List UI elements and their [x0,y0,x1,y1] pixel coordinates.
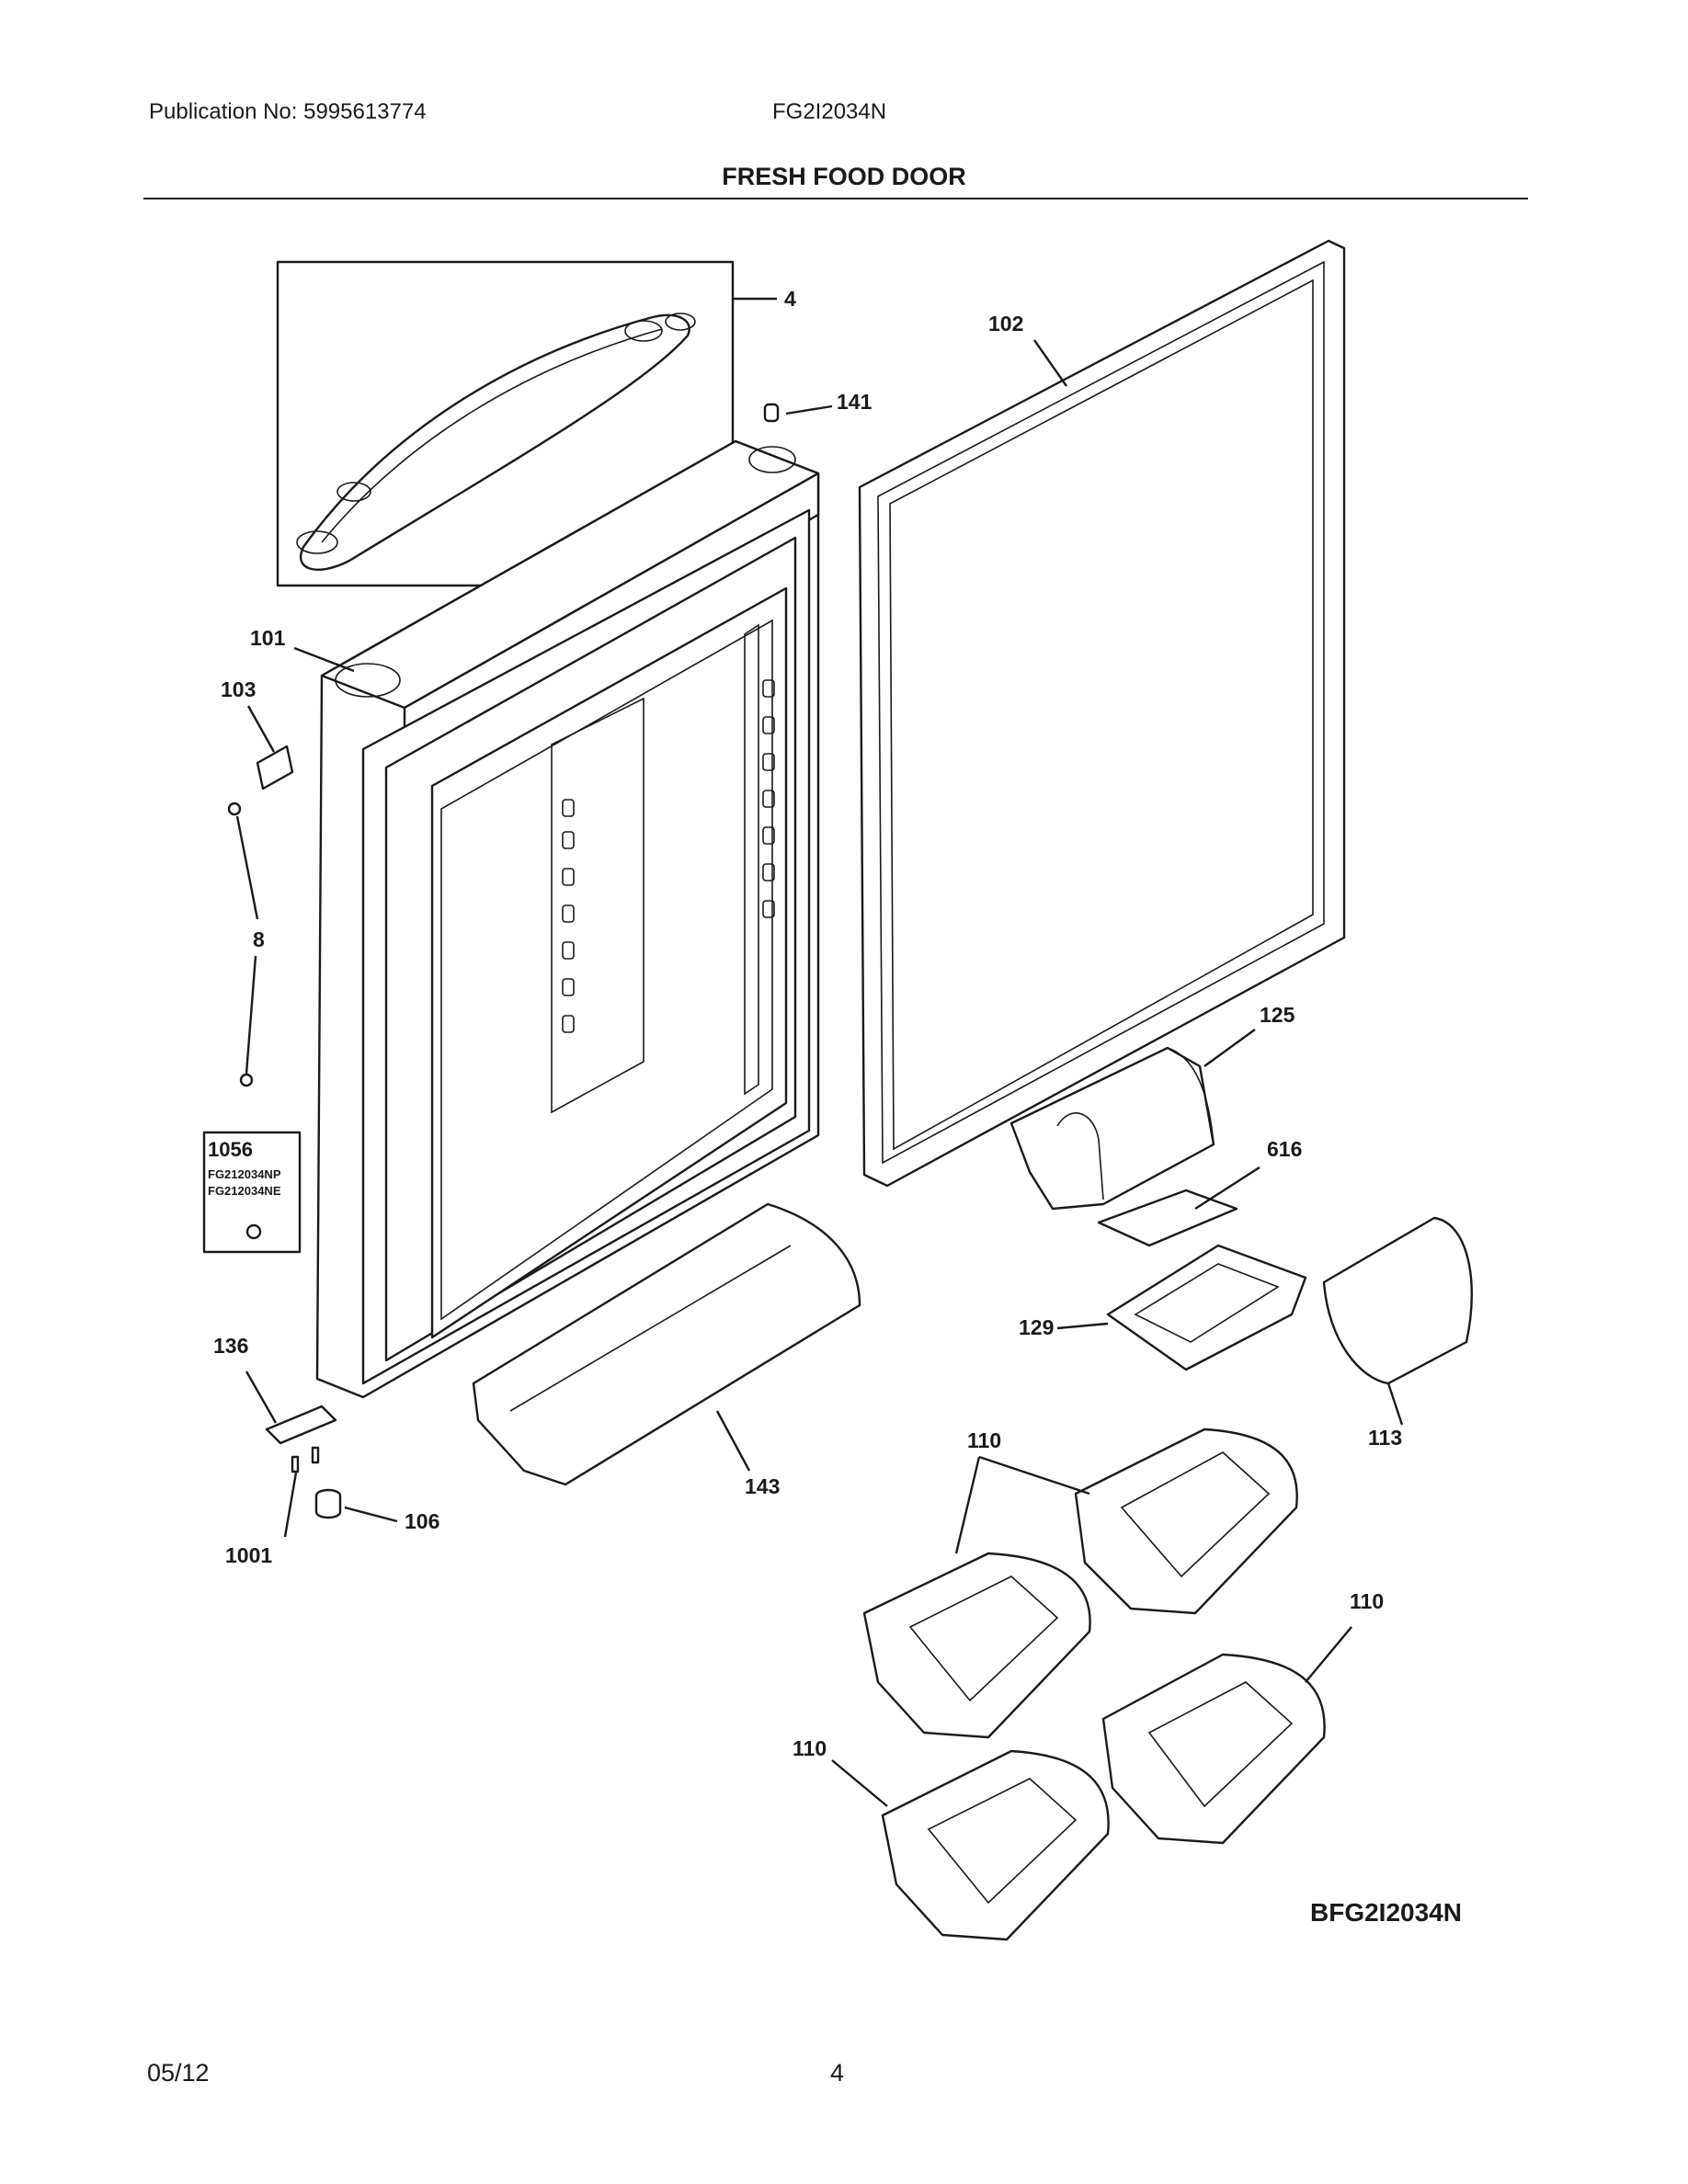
callout-106: 106 [405,1509,439,1533]
crisper-bin-part-110-4 [881,1749,1110,1941]
crisper-bin-part-110-1 [1074,1428,1298,1615]
callout-129: 129 [1019,1315,1054,1339]
publication-number: Publication No: 5995613774 [149,99,427,124]
crisper-bin-part-110-2 [862,1552,1091,1739]
callout-110-bottom: 110 [793,1736,827,1760]
callout-110-top: 110 [967,1428,1001,1452]
callout-101: 101 [250,626,286,650]
door-frame-part-101 [315,439,820,1399]
tray-part-129 [1106,1244,1307,1371]
page-number: 4 [830,2059,845,2087]
model-note-box-1056 [202,1131,302,1254]
screw-part-8 [227,802,254,1087]
callout-616: 616 [1267,1137,1302,1161]
plug-part-141 [763,403,780,423]
inset-box-number: 1056 [208,1138,253,1161]
callout-113: 113 [1368,1426,1402,1450]
callout-141: 141 [837,390,873,414]
label-part-103 [256,745,294,791]
callout-8: 8 [253,927,265,951]
footer-date: 05/12 [147,2059,210,2087]
callout-110-right: 110 [1350,1589,1384,1613]
callout-102: 102 [988,312,1023,336]
callout-136: 136 [213,1334,248,1358]
diagram-code: BFG2I2034N [1310,1898,1462,1927]
callout-143: 143 [745,1474,780,1498]
hinge-plate-part-136 [265,1405,337,1445]
screws-part-1001 [291,1446,320,1473]
callout-1001: 1001 [225,1543,272,1567]
page-title: FRESH FOOD DOOR [722,163,966,190]
pad-part-616 [1097,1189,1238,1247]
cover-part-113 [1322,1216,1473,1385]
model-number: FG2I2034N [772,99,887,124]
inset-box-model-1: FG212034NP [208,1167,281,1181]
callout-103: 103 [221,677,256,701]
bushing-part-106 [314,1488,342,1519]
gasket-part-102 [858,239,1346,1188]
crisper-bin-part-110-3 [1101,1653,1326,1845]
leader-lines [235,297,1404,1807]
door-clips [562,679,775,1033]
title-divider [143,198,1528,199]
callout-4: 4 [784,287,796,311]
callout-125: 125 [1260,1003,1295,1027]
dairy-bin-part-125 [1009,1046,1215,1211]
inset-box-model-2: FG212034NE [208,1184,281,1198]
door-bin-part-143 [472,1202,861,1486]
